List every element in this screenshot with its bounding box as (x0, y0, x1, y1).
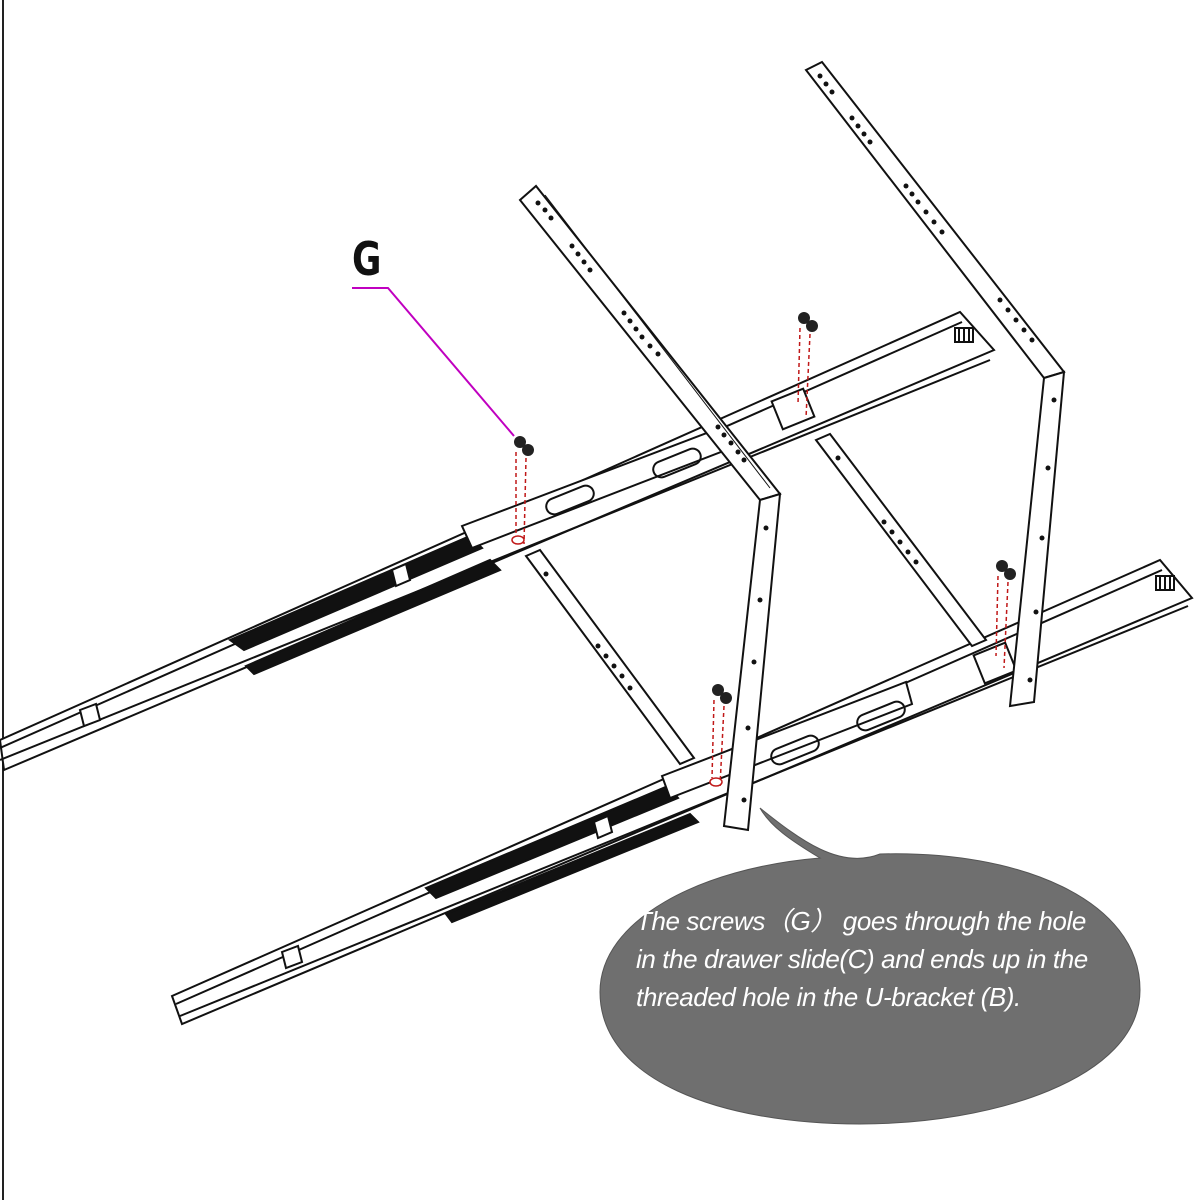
screw-icon (996, 560, 1008, 572)
screw-icon (522, 444, 534, 456)
screw-group-upper-left (511, 436, 534, 545)
screw-icon (514, 436, 526, 448)
callout-text: The screws（G） goes through the hole in t… (636, 902, 1106, 1016)
u-bracket-front (518, 184, 782, 832)
callout-line: in the drawer slide(C) and ends up in th… (636, 944, 1088, 974)
screw-group-lower-right (995, 560, 1016, 669)
callout-line: The screws（G） goes through the hole (636, 906, 1086, 936)
part-label-g: G (352, 232, 382, 286)
drawer-slide-upper (0, 310, 996, 772)
screw-icon (798, 312, 810, 324)
callout-bubble (599, 807, 1141, 1125)
screw-icon (1004, 568, 1016, 580)
label-leader-line (352, 287, 515, 437)
screw-icon (720, 692, 732, 704)
screw-group-lower-left (709, 684, 732, 787)
screw-icon (806, 320, 818, 332)
cross-bars (524, 432, 988, 766)
screw-icon (712, 684, 724, 696)
end-cap-icon (954, 327, 974, 343)
screw-group-upper-right (797, 312, 818, 419)
u-bracket-back (804, 60, 1066, 708)
callout-line: threaded hole in the U-bracket (B). (636, 982, 1021, 1012)
end-cap-icon (1155, 575, 1175, 591)
